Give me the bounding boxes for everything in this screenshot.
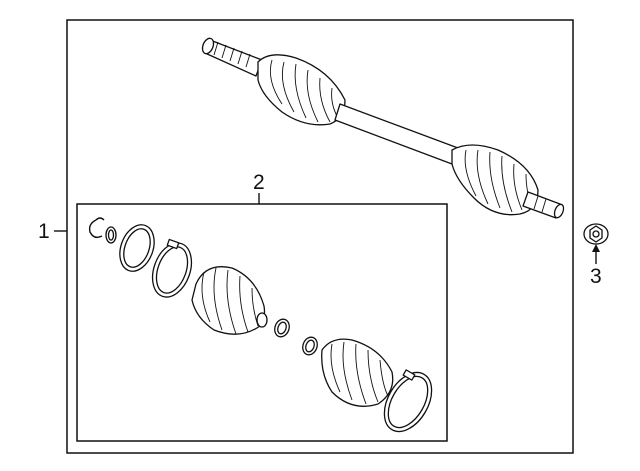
- hub-nut: [583, 223, 609, 245]
- snap-ring: [88, 217, 105, 239]
- callout-3-arrow: [592, 244, 600, 252]
- boot-kit-frame: [76, 203, 448, 442]
- outer-frame: [66, 19, 574, 454]
- callout-2: 2: [253, 171, 265, 194]
- callout-1: 1: [38, 220, 50, 243]
- callout-3: 3: [590, 265, 602, 288]
- axle-shaft-assembly: [201, 37, 565, 219]
- boot-kit-parts: [88, 217, 433, 433]
